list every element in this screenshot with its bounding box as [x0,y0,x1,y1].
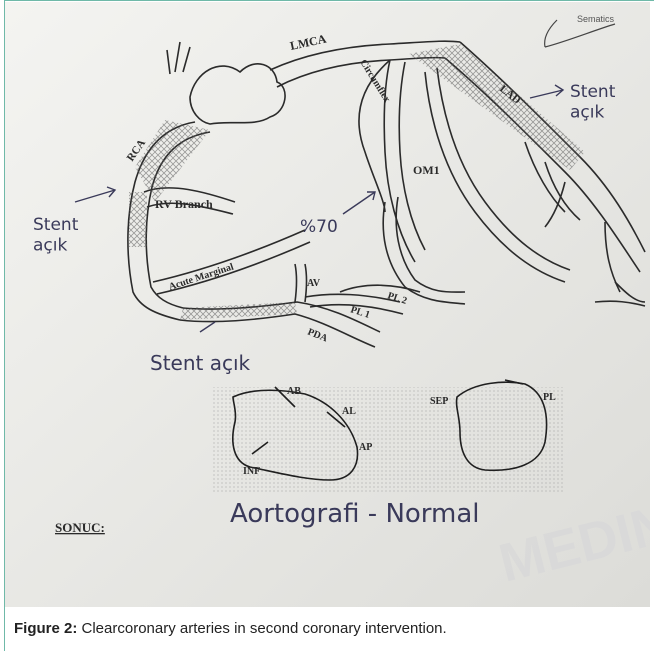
figure-caption: Figure 2: Clearcoronary arteries in seco… [14,620,644,637]
label-inf: INF [243,466,260,477]
label-pl: PL [543,392,556,403]
label-ab: AB [287,386,301,397]
sonuc-heading: SONUC: [55,520,105,535]
header-fragment: Sematics [577,14,615,24]
label-al: AL [342,406,356,417]
handwritten-aortography: Aortografi - Normal [230,499,480,529]
label-ap: AP [359,442,372,453]
caption-label: Figure 2: [14,620,77,637]
label-av: AV [307,278,321,289]
coronary-diagram: Sematics [5,2,650,607]
angiography-report-photo: Sematics [5,2,650,607]
ventriculogram-panel [213,387,563,492]
label-rv-branch: RV Branch [155,197,213,211]
handwritten-lesion-value: %70 [300,217,338,237]
caption-text: Clearcoronary arteries in second coronar… [82,620,447,637]
handwritten-stent-bottom: Stent açık [150,351,251,375]
label-sep: SEP [430,396,448,407]
label-om1: OM1 [413,163,440,177]
